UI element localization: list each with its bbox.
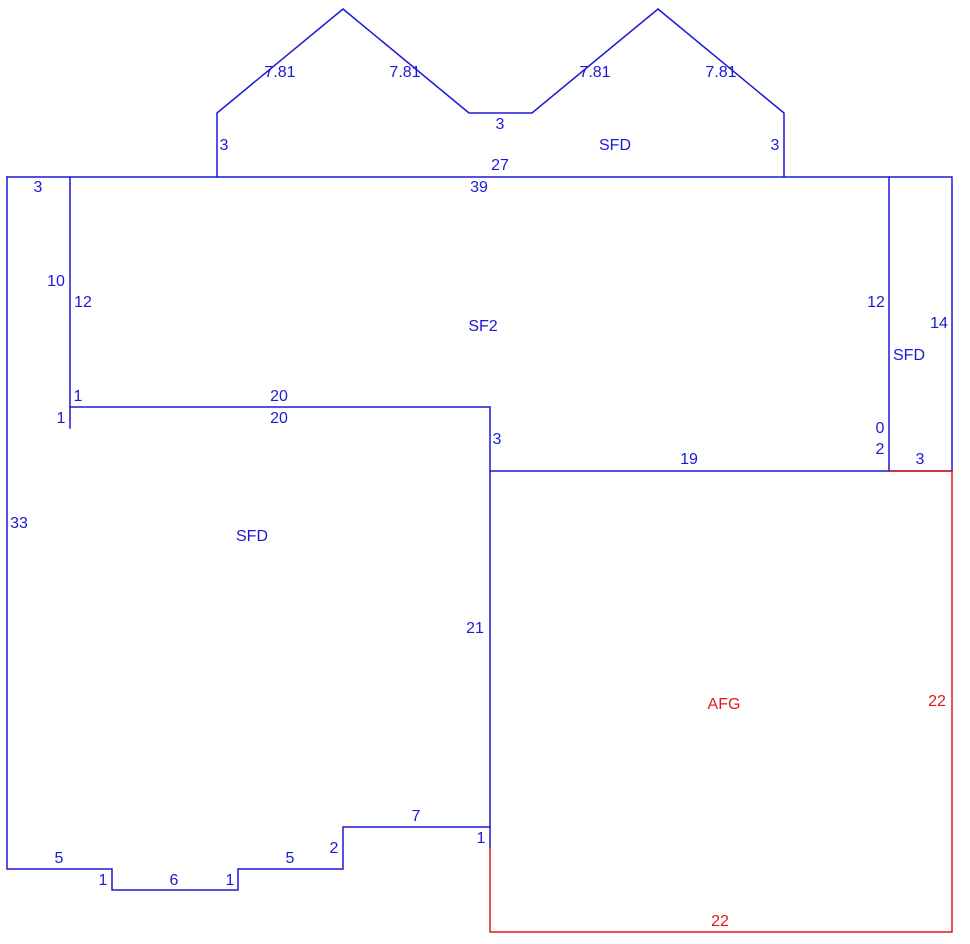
area-label-sf2: SF2 (468, 318, 497, 335)
dimension-label: 12 (74, 294, 92, 311)
dimension-label: 21 (466, 620, 484, 637)
dimension-label: 3 (496, 116, 505, 133)
structure-outlines (6, 8, 953, 891)
dimension-label: 10 (47, 273, 65, 290)
dimension-labels: 7.81 7.81 7.81 7.81 3 3 3 27 39 3 10 12 … (10, 64, 948, 930)
dimension-label: 7.81 (579, 64, 610, 81)
dimension-label: 27 (491, 157, 509, 174)
dimension-label: 0 (876, 420, 885, 437)
dimension-label: 7.81 (264, 64, 295, 81)
dimension-label: 3 (220, 137, 229, 154)
area-label-afg: AFG (708, 696, 741, 713)
dimension-label: 5 (55, 850, 64, 867)
dimension-label: 2 (330, 840, 339, 857)
dimension-label: 1 (74, 388, 83, 405)
dimension-label: 39 (470, 179, 488, 196)
dimension-label: 20 (270, 388, 288, 405)
sf2-sfd-divider (69, 406, 491, 472)
left-wall-outline (6, 176, 491, 891)
dimension-label: 22 (928, 693, 946, 710)
afg-outline (489, 470, 953, 933)
dimension-label: 5 (286, 850, 295, 867)
dimension-label: 19 (680, 451, 698, 468)
dimension-label: 6 (170, 872, 179, 889)
dimension-label: 1 (99, 872, 108, 889)
dimension-label: 7.81 (705, 64, 736, 81)
dimension-label: 3 (34, 179, 43, 196)
dimension-label: 3 (493, 431, 502, 448)
garage-outline (489, 470, 953, 933)
dimension-label: 33 (10, 515, 28, 532)
dimension-label: 2 (876, 441, 885, 458)
dimension-label: 22 (711, 913, 729, 930)
top-boundary-line (6, 176, 953, 828)
dimension-label: 3 (771, 137, 780, 154)
area-labels: SFD SF2 SFD SFD AFG (236, 137, 925, 713)
dimension-label: 7.81 (389, 64, 420, 81)
dimension-label: 1 (57, 410, 66, 427)
top-sfd-outline (216, 8, 785, 178)
dimension-label: 1 (477, 830, 486, 847)
area-label-main-sfd: SFD (236, 528, 268, 545)
area-label-top-sfd: SFD (599, 137, 631, 154)
dimension-label: 3 (916, 451, 925, 468)
dimension-label: 12 (867, 294, 885, 311)
dimension-label: 20 (270, 410, 288, 427)
dimension-label: 14 (930, 315, 948, 332)
dimension-label: 1 (226, 872, 235, 889)
area-label-right-sfd: SFD (893, 347, 925, 364)
dimension-label: 7 (412, 808, 421, 825)
